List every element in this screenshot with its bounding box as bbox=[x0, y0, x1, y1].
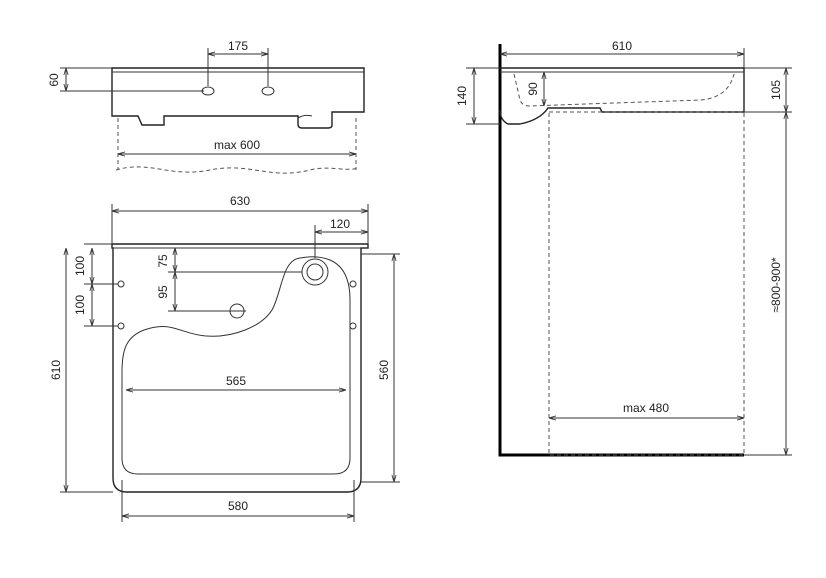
mount-hole-left-lower bbox=[117, 322, 125, 330]
label-front-height: 140 bbox=[455, 86, 469, 106]
label-cabinet-max-depth: max 480 bbox=[623, 401, 669, 415]
label-inner-width: 565 bbox=[226, 374, 246, 388]
overflow-hole bbox=[301, 258, 329, 286]
label-side-overall-depth: 610 bbox=[612, 39, 632, 53]
cabinet-hidden-outline bbox=[548, 111, 745, 456]
label-inner-depth: 560 bbox=[377, 360, 391, 380]
label-max-width: max 600 bbox=[214, 138, 260, 152]
front-elevation-view: 175 60 max 600 bbox=[47, 39, 365, 174]
label-bottom-width: 580 bbox=[228, 499, 248, 513]
label-rim-height: 105 bbox=[769, 80, 783, 100]
label-overall-width: 630 bbox=[230, 194, 250, 208]
plan-view: 630 120 75 95 100 100 610 565 560 bbox=[49, 194, 400, 522]
label-overall-depth: 610 bbox=[49, 360, 63, 380]
label-mount-spacing-lower: 100 bbox=[73, 295, 87, 315]
label-thickness: 60 bbox=[47, 73, 61, 87]
basin-front-outline bbox=[111, 67, 365, 129]
mount-hole-right-lower bbox=[349, 322, 357, 330]
label-bowl-depth: 90 bbox=[526, 82, 540, 96]
label-mount-spacing-upper: 100 bbox=[73, 256, 87, 276]
label-faucet-spacing: 175 bbox=[228, 39, 248, 53]
drain-stub bbox=[297, 114, 313, 119]
side-elevation-view: 610 140 90 105 ≈800-900* max 480 bbox=[455, 39, 792, 457]
label-hole-offset-top: 75 bbox=[156, 254, 170, 268]
bowl-inner-outline bbox=[121, 256, 351, 475]
faucet-hole-right bbox=[261, 86, 275, 96]
label-install-height: ≈800-900* bbox=[769, 257, 783, 313]
label-overflow-offset: 120 bbox=[330, 217, 350, 231]
bowl-section-hidden bbox=[513, 73, 735, 107]
basin-plan-outline bbox=[111, 243, 369, 493]
basin-side-outline bbox=[499, 67, 745, 125]
label-hole-offset-second: 95 bbox=[156, 285, 170, 299]
wavy-break-line bbox=[115, 166, 359, 174]
mount-hole-left-upper bbox=[117, 280, 125, 288]
mount-hole-right-upper bbox=[349, 280, 357, 288]
